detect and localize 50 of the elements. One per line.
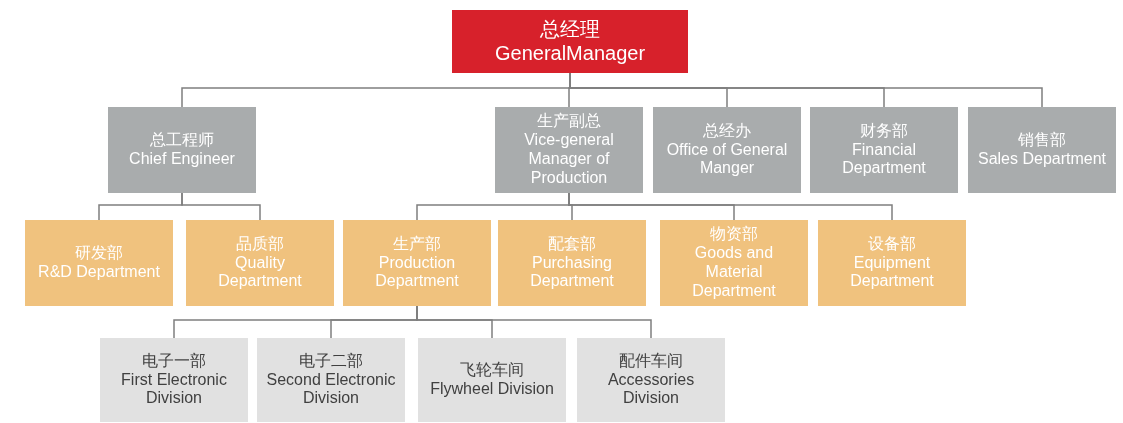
- org-box: [343, 220, 491, 306]
- box-label: 销售部: [1018, 131, 1066, 150]
- box-label: Equipment Department: [849, 253, 935, 292]
- org-box: [418, 338, 566, 422]
- org-box: [653, 107, 801, 193]
- box-label: Chief Engineer: [129, 150, 235, 169]
- box-label: 物资部: [710, 225, 758, 245]
- org-box: [810, 107, 958, 193]
- box-label: R&D Department: [38, 263, 160, 282]
- org-box: [257, 338, 405, 422]
- box-label: 总经理: [540, 17, 600, 42]
- box-label: 配套部: [548, 234, 596, 254]
- box-label: Second Electronic Division: [265, 370, 397, 409]
- org-box: [100, 338, 248, 422]
- box-label: 配件车间: [619, 351, 683, 371]
- org-box: [577, 338, 725, 422]
- box-label: 研发部: [75, 244, 123, 263]
- box-label: Financial Department: [841, 140, 927, 179]
- box-label: 飞轮车间: [460, 361, 524, 380]
- box-label: Sales Department: [977, 150, 1107, 169]
- org-box: [818, 220, 966, 306]
- box-label: Quality Department: [217, 253, 303, 292]
- org-box: [968, 107, 1116, 193]
- box-label: Office of General Manger: [665, 140, 789, 179]
- box-label: Vice-general Manager of Production: [523, 131, 615, 188]
- box-label: Purchasing Department: [529, 253, 615, 292]
- box-label: Goods and Material Department: [691, 244, 777, 301]
- box-label: 设备部: [868, 234, 916, 254]
- connector-line: [181, 192, 261, 221]
- box-label: Flywheel Division: [430, 380, 554, 399]
- connector-line: [568, 192, 893, 221]
- org-box: [498, 220, 646, 306]
- org-box: [25, 220, 173, 306]
- box-label: First Electronic Division: [120, 370, 228, 409]
- org-box: [108, 107, 256, 193]
- box-label: GeneralManager: [494, 41, 646, 66]
- box-label: 总工程师: [150, 131, 214, 150]
- box-label: Production Department: [374, 253, 460, 292]
- box-label: 电子二部: [299, 351, 363, 371]
- org-box: [495, 107, 643, 193]
- box-label: Accessories Division: [606, 370, 696, 409]
- org-box: [186, 220, 334, 306]
- org-box: [452, 10, 688, 73]
- box-label: 生产副总: [537, 112, 601, 132]
- box-label: 总经办: [703, 121, 751, 141]
- box-label: 电子一部: [142, 351, 206, 371]
- org-box: [660, 220, 808, 306]
- box-label: 生产部: [393, 234, 441, 254]
- box-label: 品质部: [236, 234, 284, 254]
- box-label: 财务部: [860, 121, 908, 141]
